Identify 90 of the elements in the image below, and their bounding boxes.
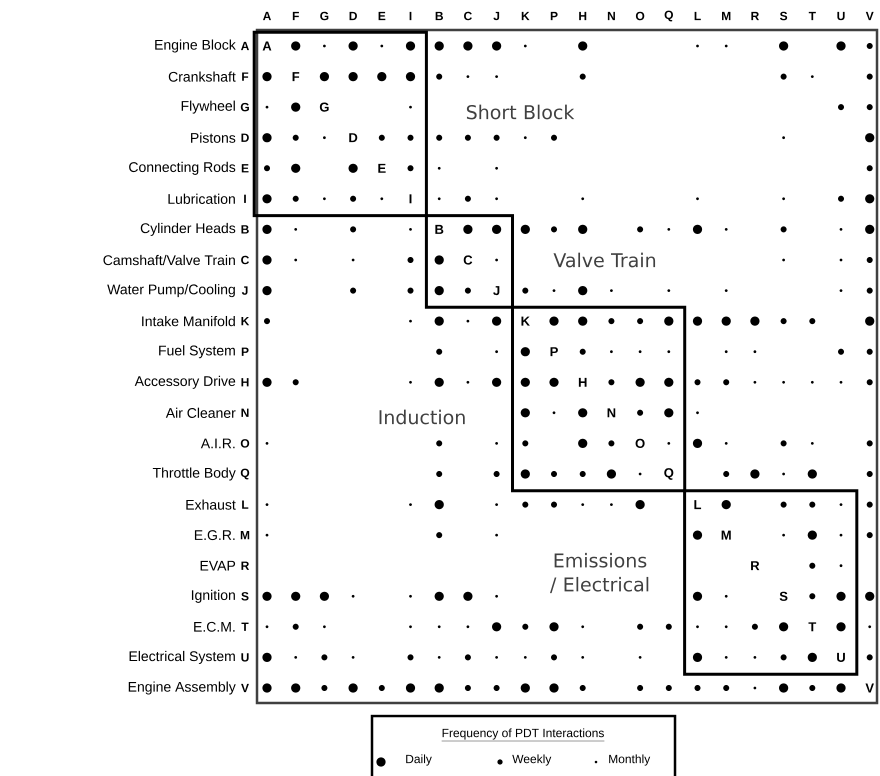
- row-label: Air Cleaner: [166, 408, 236, 418]
- legend-label: Daily: [406, 754, 432, 766]
- node-label: Valve Train: [554, 252, 656, 268]
- row-letter: M: [240, 530, 250, 540]
- diagonal-letter: D: [349, 133, 358, 142]
- column-letter: Q: [664, 10, 673, 22]
- column-letter: C: [464, 12, 472, 20]
- row-letter: T: [241, 622, 249, 631]
- diagonal-letter: R: [751, 561, 760, 570]
- row-label: Intake Manifold: [142, 316, 235, 326]
- column-letter: V: [866, 12, 874, 20]
- legend-label: Monthly: [609, 754, 650, 766]
- row-label: E.G.R.: [194, 530, 235, 540]
- column-letter: T: [808, 12, 816, 20]
- row-letter: P: [242, 348, 249, 356]
- column-letter: F: [292, 12, 299, 20]
- diagonal-letter: Q: [664, 468, 674, 480]
- row-label: Pistons: [191, 132, 236, 143]
- row-label: Cylinder Heads: [140, 222, 236, 236]
- diagonal-letter: F: [292, 72, 300, 82]
- column-letter: L: [694, 12, 701, 20]
- column-letter: I: [410, 12, 412, 20]
- row-letter: S: [241, 592, 249, 601]
- diagonal-letter: N: [608, 408, 616, 418]
- diagonal-letter: S: [780, 592, 788, 601]
- row-letter: V: [241, 684, 249, 692]
- diagonal-letter: C: [464, 255, 472, 265]
- row-label: Electrical System: [130, 650, 235, 664]
- row-label: Accessory Drive: [134, 376, 236, 389]
- node-label: Short Block: [466, 104, 574, 120]
- column-letter: P: [550, 12, 558, 20]
- row-letter: K: [241, 316, 250, 326]
- node-label: Emissions / Electrical: [550, 552, 648, 594]
- diagonal-letter: L: [694, 500, 702, 510]
- column-letter: K: [522, 12, 530, 20]
- row-letter: U: [241, 653, 249, 662]
- column-letter: A: [262, 12, 272, 20]
- column-letter: N: [608, 12, 615, 20]
- column-letter: S: [780, 12, 788, 20]
- column-letter: B: [436, 12, 443, 20]
- diagonal-letter: T: [808, 622, 816, 632]
- diagonal-letter: J: [493, 286, 500, 296]
- diagonal-letter: K: [521, 316, 530, 326]
- column-letter: R: [751, 12, 759, 20]
- diagonal-letter: H: [578, 378, 587, 387]
- diagonal-letter: P: [550, 347, 558, 356]
- diagonal-letter: U: [837, 652, 845, 662]
- diagonal-letter: V: [865, 684, 874, 692]
- row-letter: N: [241, 408, 249, 417]
- column-letter: O: [636, 12, 644, 20]
- row-label: Camshaft/Valve Train: [103, 254, 235, 266]
- column-letter: E: [378, 12, 386, 20]
- column-letter: H: [579, 12, 586, 20]
- row-letter: R: [241, 562, 250, 570]
- diagonal-letter: I: [410, 194, 412, 204]
- diagonal-letter: G: [320, 102, 329, 112]
- row-label: Throttle Body: [152, 467, 236, 481]
- row-label: A.I.R.: [200, 438, 235, 448]
- column-letter: U: [837, 12, 845, 20]
- row-label: EVAP: [200, 560, 236, 571]
- row-letter: Q: [240, 468, 250, 480]
- diagonal-letter: O: [636, 438, 645, 448]
- diagonal-letter: A: [262, 42, 272, 50]
- row-label: Lubrication: [168, 194, 235, 204]
- column-letter: D: [350, 12, 357, 20]
- row-label: Flywheel: [182, 100, 235, 114]
- row-label: E.C.M.: [194, 622, 235, 632]
- column-letter: J: [493, 12, 500, 20]
- row-letter: H: [241, 378, 249, 386]
- legend-label: Weekly: [512, 754, 552, 766]
- row-letter: L: [242, 500, 248, 509]
- row-label: Engine Block: [155, 39, 236, 53]
- row-label: Crankshaft: [168, 71, 236, 82]
- row-letter: O: [240, 439, 250, 448]
- legend-title: Frequency of PDT Interactions: [441, 728, 605, 742]
- row-label: Connecting Rods: [129, 162, 236, 175]
- column-letter: M: [722, 12, 730, 20]
- row-label: Water Pump/Cooling: [107, 284, 235, 298]
- row-label: Exhaust: [186, 499, 236, 510]
- diagonal-letter: M: [722, 530, 731, 540]
- diagonal-letter: B: [435, 224, 444, 234]
- node-label: Induction: [380, 410, 465, 424]
- row-letter: B: [241, 225, 249, 234]
- row-label: Ignition: [192, 590, 235, 603]
- row-letter: C: [241, 256, 250, 264]
- row-letter: J: [242, 286, 248, 295]
- diagonal-letter: E: [378, 164, 386, 173]
- row-label: Engine Assembly: [128, 681, 236, 695]
- column-letter: G: [320, 12, 328, 20]
- row-label: Fuel System: [159, 345, 235, 358]
